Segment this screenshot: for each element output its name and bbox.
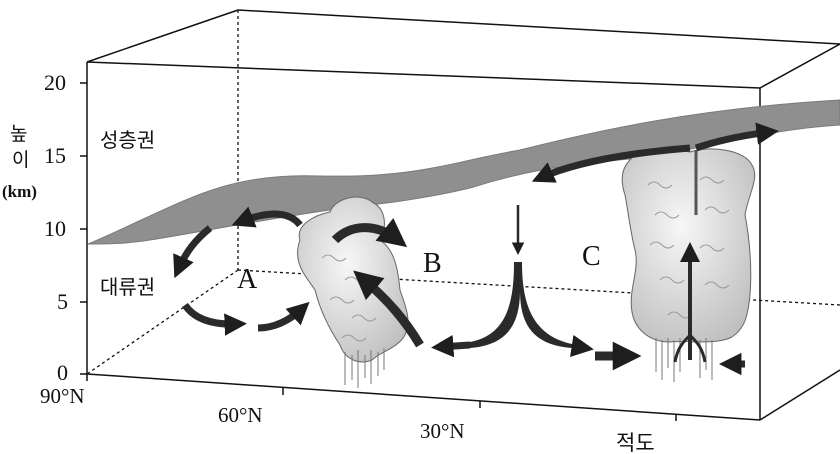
x-axis — [86, 374, 677, 421]
y-axis-title-2: 이 — [12, 149, 29, 171]
y-axis-unit: (km) — [2, 182, 37, 201]
y-tick-15: 15 — [44, 143, 66, 168]
y-axis — [80, 82, 87, 375]
cell-label-a: A — [237, 264, 258, 295]
cell-c-arrows — [531, 122, 779, 376]
cell-label-b: B — [423, 248, 442, 279]
label-stratosphere: 성층권 — [100, 128, 155, 152]
subtropical-descent — [431, 205, 594, 358]
cell-label-c: C — [582, 241, 601, 272]
y-tick-0: 0 — [57, 360, 68, 385]
y-tick-5: 5 — [57, 289, 68, 314]
x-tick-30n: 30°N — [420, 419, 465, 443]
x-tick-90n: 90°N — [40, 384, 85, 408]
x-tick-60n: 60°N — [218, 403, 263, 427]
y-tick-10: 10 — [44, 216, 66, 241]
cell-b-arrows — [331, 218, 424, 348]
y-tick-20: 20 — [44, 70, 66, 95]
label-troposphere: 대류권 — [100, 275, 155, 299]
cell-a-arrows — [173, 206, 310, 336]
x-tick-equator: 적도 — [616, 431, 655, 454]
y-axis-title-1: 높 — [10, 123, 27, 145]
